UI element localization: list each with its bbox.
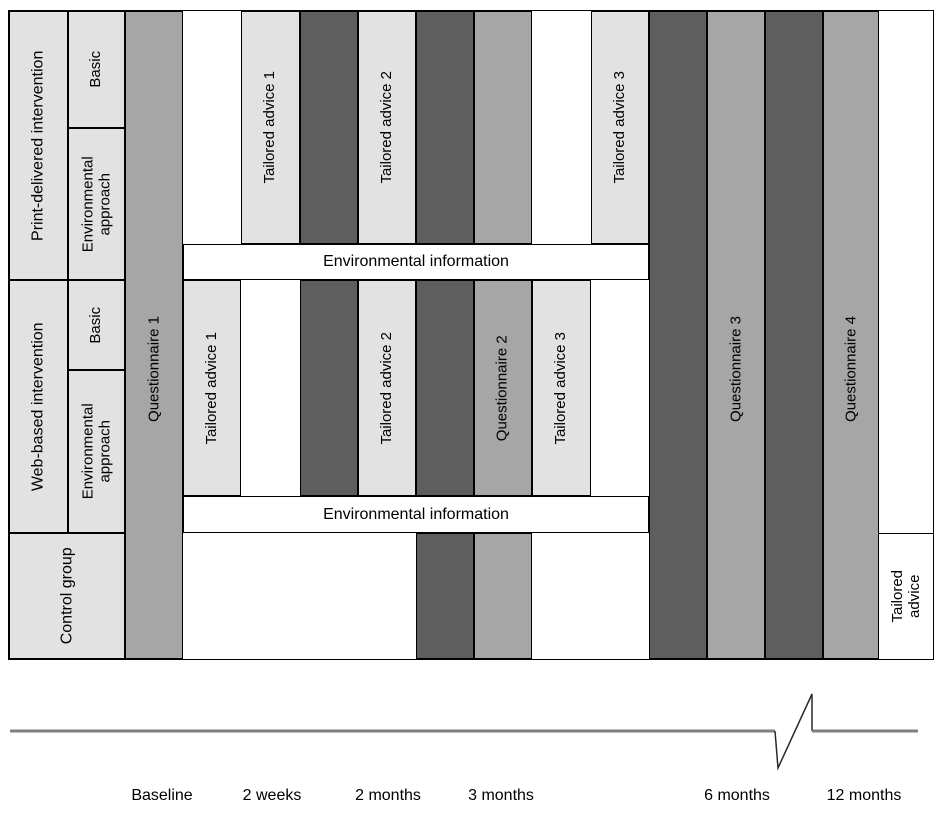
bar-questionnaire-1: Questionnaire 1 bbox=[125, 11, 183, 659]
cell-label-tailored-advice-control: Tailored advice bbox=[888, 570, 923, 623]
bar-questionnaire-2-print-segment bbox=[474, 11, 532, 244]
dark-bar-c bbox=[649, 11, 707, 659]
dark-bar-b-control bbox=[416, 533, 474, 659]
group-label-print: Print-delivered intervention bbox=[29, 50, 47, 241]
bar-tailored-advice-3-web: Tailored advice 3 bbox=[532, 280, 591, 496]
sub-cell-print-basic: Basic bbox=[68, 11, 125, 128]
cell-tailored-advice-control: Tailored advice bbox=[879, 533, 933, 659]
bar-tailored-advice-2-print: Tailored advice 2 bbox=[358, 11, 416, 244]
group-label-control: Control group bbox=[58, 547, 76, 645]
dark-bar-d bbox=[765, 11, 823, 659]
sub-label-web-environmental: Environmental approach bbox=[79, 403, 114, 500]
group-cell-web: Web-based intervention bbox=[9, 280, 68, 533]
dark-bar-a-web bbox=[300, 280, 358, 496]
bar-questionnaire-2-web-segment: Questionnaire 2 bbox=[474, 280, 532, 496]
bar-label-tailored-advice-3-print: Tailored advice 3 bbox=[610, 71, 628, 184]
axis-label-3-months: 3 months bbox=[468, 787, 534, 804]
bar-label-questionnaire-2: Questionnaire 2 bbox=[493, 335, 511, 441]
dark-bar-a-print bbox=[300, 11, 358, 244]
group-cell-control: Control group bbox=[9, 533, 125, 659]
bar-questionnaire-3: Questionnaire 3 bbox=[707, 11, 765, 659]
axis-label-baseline: Baseline bbox=[131, 787, 193, 804]
dark-bar-b-web bbox=[416, 280, 474, 496]
axis-label-2-weeks: 2 weeks bbox=[242, 787, 302, 804]
dark-bar-b-print bbox=[416, 11, 474, 244]
bar-tailored-advice-1-print: Tailored advice 1 bbox=[241, 11, 300, 244]
timeline-axis bbox=[10, 693, 918, 771]
sub-label-print-environmental: Environmental approach bbox=[79, 156, 114, 252]
bar-label-tailored-advice-1-print: Tailored advice 1 bbox=[261, 71, 279, 184]
bar-label-tailored-advice-2-web: Tailored advice 2 bbox=[377, 331, 395, 445]
sub-label-web-basic: Basic bbox=[87, 306, 105, 344]
axis-break-icon bbox=[774, 693, 813, 771]
chart-frame: Print-delivered intervention Web-based i… bbox=[8, 10, 934, 660]
sub-cell-web-basic: Basic bbox=[68, 280, 125, 370]
sub-label-print-basic: Basic bbox=[87, 51, 105, 88]
sub-cell-print-environmental: Environmental approach bbox=[68, 128, 125, 280]
bar-label-questionnaire-1: Questionnaire 1 bbox=[145, 316, 163, 422]
env-info-band-print: Environmental information bbox=[183, 244, 649, 280]
bar-label-tailored-advice-2-print: Tailored advice 2 bbox=[377, 71, 395, 184]
bar-tailored-advice-3-print: Tailored advice 3 bbox=[591, 11, 649, 244]
bar-tailored-advice-2-web: Tailored advice 2 bbox=[358, 280, 416, 496]
bar-label-tailored-advice-3-web: Tailored advice 3 bbox=[552, 331, 570, 445]
group-cell-print: Print-delivered intervention bbox=[9, 11, 68, 280]
axis-label-12-months: 12 months bbox=[826, 787, 902, 804]
bar-label-tailored-advice-1-web: Tailored advice 1 bbox=[202, 331, 220, 445]
group-label-web: Web-based intervention bbox=[29, 322, 47, 491]
env-info-band-web: Environmental information bbox=[183, 496, 649, 533]
bar-label-questionnaire-4: Questionnaire 4 bbox=[842, 316, 860, 422]
bar-questionnaire-4: Questionnaire 4 bbox=[823, 11, 879, 659]
bar-tailored-advice-1-web: Tailored advice 1 bbox=[183, 280, 241, 496]
sub-cell-web-environmental: Environmental approach bbox=[68, 370, 125, 533]
env-info-band-web-label: Environmental information bbox=[323, 505, 509, 523]
bar-questionnaire-2-control-segment bbox=[474, 533, 532, 659]
axis-label-2-months: 2 months bbox=[355, 787, 421, 804]
env-info-band-print-label: Environmental information bbox=[323, 253, 509, 270]
bar-label-questionnaire-3: Questionnaire 3 bbox=[727, 316, 745, 422]
axis-label-6-months: 6 months bbox=[704, 787, 770, 804]
